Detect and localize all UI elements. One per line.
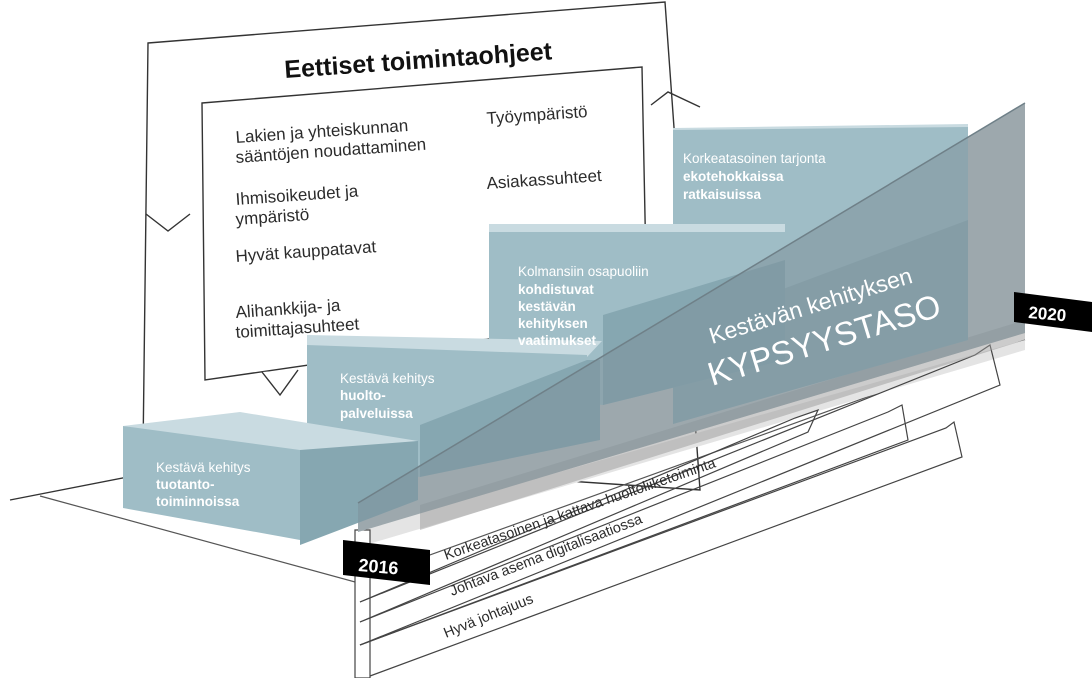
maturity-ramp [358,103,1025,532]
step-1-bold-2: toiminnoissa [156,494,240,509]
arrow-4-outline [359,420,963,677]
ramp-edge [357,102,1026,504]
step-box-1 [123,412,418,545]
board-bottom-notch [261,369,299,397]
step-2-normal: Kestävä kehitys [340,371,435,386]
board-right-notch [650,91,701,108]
step-box-1-top [123,412,418,455]
step-3-bold-2: kestävän [518,299,576,314]
step-2-text: Kestävä kehitys huolto- palveluissa [340,371,435,421]
year-badge-start-bg [343,540,430,585]
step-3-bold-4: vaatimukset [518,333,597,348]
step-3-bold-3: kehityksen [518,316,588,331]
year-badge-end-bg [1014,292,1092,332]
year-badge-end: 2020 [1014,292,1092,332]
step-2-bold-1: huolto- [340,388,386,403]
step-4-bold-2: ratkaisuissa [683,187,762,202]
step-3-bold-1: kohdistuvat [518,282,594,297]
year-end: 2020 [1028,303,1067,325]
year-badge-start: 2016 [343,540,430,585]
board-left-notch [145,213,191,232]
step-1-bold-1: tuotanto- [156,477,214,492]
step-3-normal: Kolmansiin osapuoliin [518,264,649,279]
step-box-2-top [307,335,602,357]
step-2-bold-2: palveluissa [340,406,413,421]
step-box-1-front [123,426,300,540]
arrow-3-outline [359,404,909,646]
step-4-normal: Korkeatasoinen tarjonta [683,151,826,166]
step-4-bold-1: ekotehokkaissa [683,169,784,184]
step-box-1-side [300,441,418,545]
year-start: 2016 [358,555,400,578]
step-4-text: Korkeatasoinen tarjonta ekotehokkaissa r… [683,151,826,202]
step-3-text: Kolmansiin osapuoliin kohdistuvat kestäv… [518,264,649,348]
step-1-normal: Kestävä kehitys [156,460,251,475]
step-1-text: Kestävä kehitys tuotanto- toiminnoissa [156,460,251,509]
arrow-2-outline [359,408,820,623]
